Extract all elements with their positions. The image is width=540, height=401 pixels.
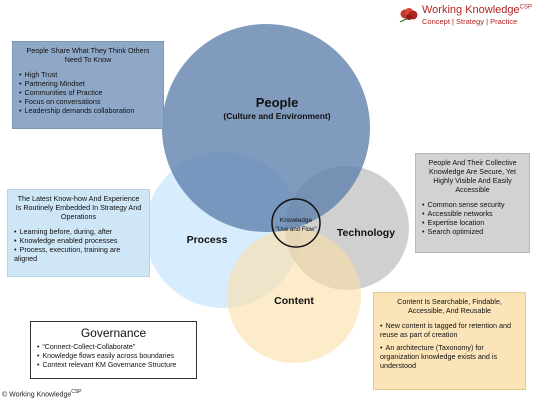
- governance-box-heading: Governance: [80, 326, 147, 340]
- people-box: People Share What They Think Others Need…: [12, 41, 164, 129]
- center-sublabel: "Use and Flow": [276, 227, 317, 233]
- people-box-heading: People Share What They Think Others Need…: [26, 46, 150, 64]
- content-box-heading: Content Is Searchable, Findable, Accessi…: [397, 297, 502, 315]
- content-circle: [227, 229, 361, 363]
- content-label: Content: [274, 295, 314, 307]
- list-item: Search optimized: [422, 227, 523, 236]
- list-item: “Connect-Collect-Collaborate”: [37, 344, 190, 353]
- list-item: New content is tagged for retention and …: [380, 321, 519, 339]
- governance-box-list: “Connect-Collect-Collaborate” Knowledge …: [37, 344, 190, 370]
- technology-box: People And Their Collective Knowledge Ar…: [415, 153, 530, 253]
- list-item: Common sense security: [422, 200, 523, 209]
- list-item: Knowledge flows easily across boundaries: [37, 353, 190, 362]
- list-item: Accessible networks: [422, 209, 523, 218]
- process-box-heading: The Latest Know-how And Experience Is Ro…: [15, 194, 142, 221]
- logo-brand: Working KnowledgeCSP: [422, 4, 532, 16]
- rose-logo-icon: [399, 8, 418, 23]
- list-item: An architecture (Taxonomy) for organizat…: [380, 343, 519, 370]
- people-circle: [162, 24, 370, 232]
- technology-box-heading: People And Their Collective Knowledge Ar…: [428, 158, 517, 194]
- list-item: Communities of Practice: [19, 88, 157, 97]
- content-box-list: New content is tagged for retention and …: [380, 321, 519, 370]
- center-circle: [271, 198, 321, 248]
- list-item: Partnering Mindset: [19, 79, 157, 88]
- list-item: Learning before, during, after: [14, 227, 143, 236]
- logo-tagline: Concept | Strategy | Practice: [422, 17, 518, 26]
- list-item: Expertise location: [422, 218, 523, 227]
- list-item: Leadership demands collaboration: [19, 106, 157, 115]
- process-box-list: Learning before, during, after Knowledge…: [14, 227, 143, 263]
- content-box: Content Is Searchable, Findable, Accessi…: [373, 292, 526, 390]
- governance-box: Governance “Connect-Collect-Collaborate”…: [30, 321, 197, 379]
- list-item: Process, execution, training are aligned: [14, 245, 143, 263]
- logo: Working KnowledgeCSP Concept | Strategy …: [398, 4, 538, 30]
- technology-box-list: Common sense security Accessible network…: [422, 200, 523, 236]
- people-box-list: High Trust Partnering Mindset Communitie…: [19, 70, 157, 115]
- list-item: Context relevant KM Governance Structure: [37, 362, 190, 371]
- list-item: Focus on conversations: [19, 97, 157, 106]
- list-item: Knowledge enabled processes: [14, 236, 143, 245]
- process-box: The Latest Know-how And Experience Is Ro…: [7, 189, 150, 277]
- technology-label: Technology: [337, 227, 395, 239]
- footer-copyright: © Working KnowledgeCSP: [2, 389, 82, 399]
- people-label: People: [256, 95, 299, 110]
- list-item: High Trust: [19, 70, 157, 79]
- process-label: Process: [187, 234, 228, 246]
- people-sublabel: (Culture and Environment): [223, 111, 330, 121]
- center-label: Knowledge: [280, 217, 313, 224]
